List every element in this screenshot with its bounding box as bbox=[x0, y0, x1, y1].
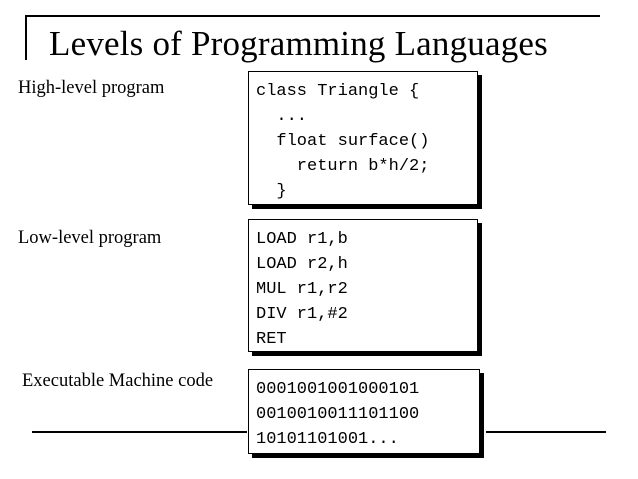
code-line: return b*h/2; bbox=[256, 157, 430, 176]
code-line: 0010010011101100 bbox=[256, 405, 420, 424]
title-rule-top bbox=[25, 15, 600, 17]
low-level-code-box: LOAD r1,b LOAD r2,h MUL r1,r2 DIV r1,#2 … bbox=[248, 219, 478, 352]
code-line: LOAD r1,b bbox=[256, 230, 348, 249]
low-level-label: Low-level program bbox=[18, 228, 162, 248]
code-line: 10101101001... bbox=[256, 430, 399, 449]
bottom-rule-left bbox=[32, 431, 247, 433]
code-line: MUL r1,r2 bbox=[256, 280, 348, 299]
code-line: } bbox=[256, 182, 287, 201]
high-level-code-box: class Triangle { ... float surface() ret… bbox=[248, 71, 478, 205]
machine-code-box: 0001001001000101 0010010011101100 101011… bbox=[248, 369, 480, 454]
code-line: DIV r1,#2 bbox=[256, 305, 348, 324]
slide-title: Levels of Programming Languages bbox=[49, 24, 548, 63]
title-rule-left bbox=[25, 15, 27, 60]
bottom-rule-right bbox=[486, 431, 606, 433]
code-line: RET bbox=[256, 330, 287, 349]
machine-code-label: Executable Machine code bbox=[22, 371, 214, 391]
high-level-label: High-level program bbox=[18, 78, 165, 98]
code-line: float surface() bbox=[256, 132, 430, 151]
code-line: 0001001001000101 bbox=[256, 380, 420, 399]
code-line: class Triangle { bbox=[256, 82, 420, 101]
code-line: ... bbox=[256, 107, 308, 126]
code-line: LOAD r2,h bbox=[256, 255, 348, 274]
